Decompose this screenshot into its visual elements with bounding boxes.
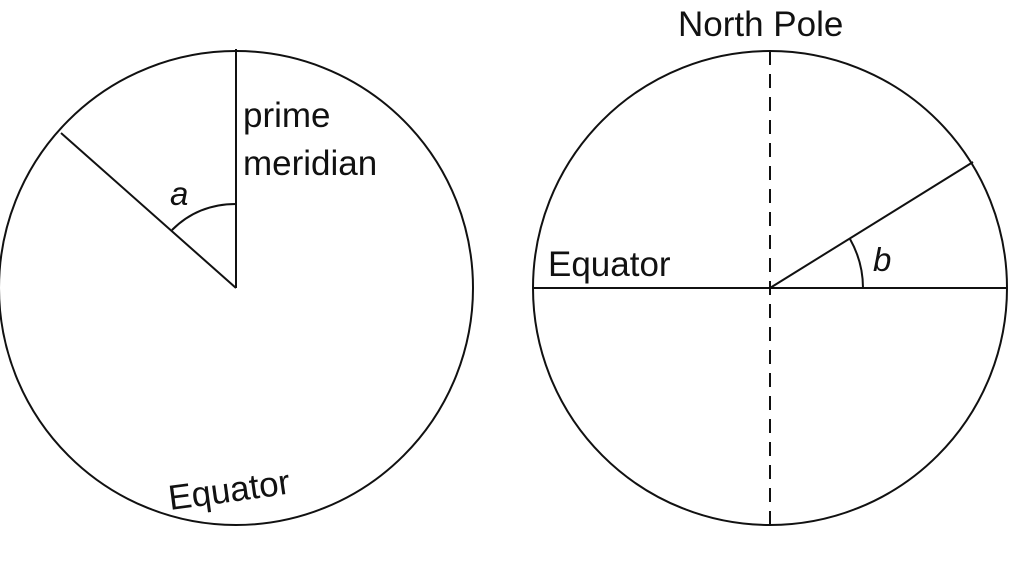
left-globe-diagram: prime meridian a Equator	[0, 49, 474, 526]
north-pole-label: North Pole	[678, 5, 843, 44]
angle-a-arc	[171, 203, 237, 231]
prime-meridian-label-line2: meridian	[243, 144, 377, 183]
angle-a-label: a	[170, 175, 188, 212]
left-equator-label-path: Equator	[166, 463, 293, 518]
angle-b-label: b	[873, 241, 891, 278]
latitude-line	[769, 161, 974, 289]
left-equator-label: Equator	[166, 463, 293, 518]
right-globe-diagram: North Pole Equator b	[532, 5, 1008, 526]
prime-meridian-label-line1: prime	[243, 96, 331, 135]
angle-b-arc	[849, 238, 864, 289]
longitude-line	[60, 132, 237, 289]
right-equator-label: Equator	[548, 245, 671, 284]
